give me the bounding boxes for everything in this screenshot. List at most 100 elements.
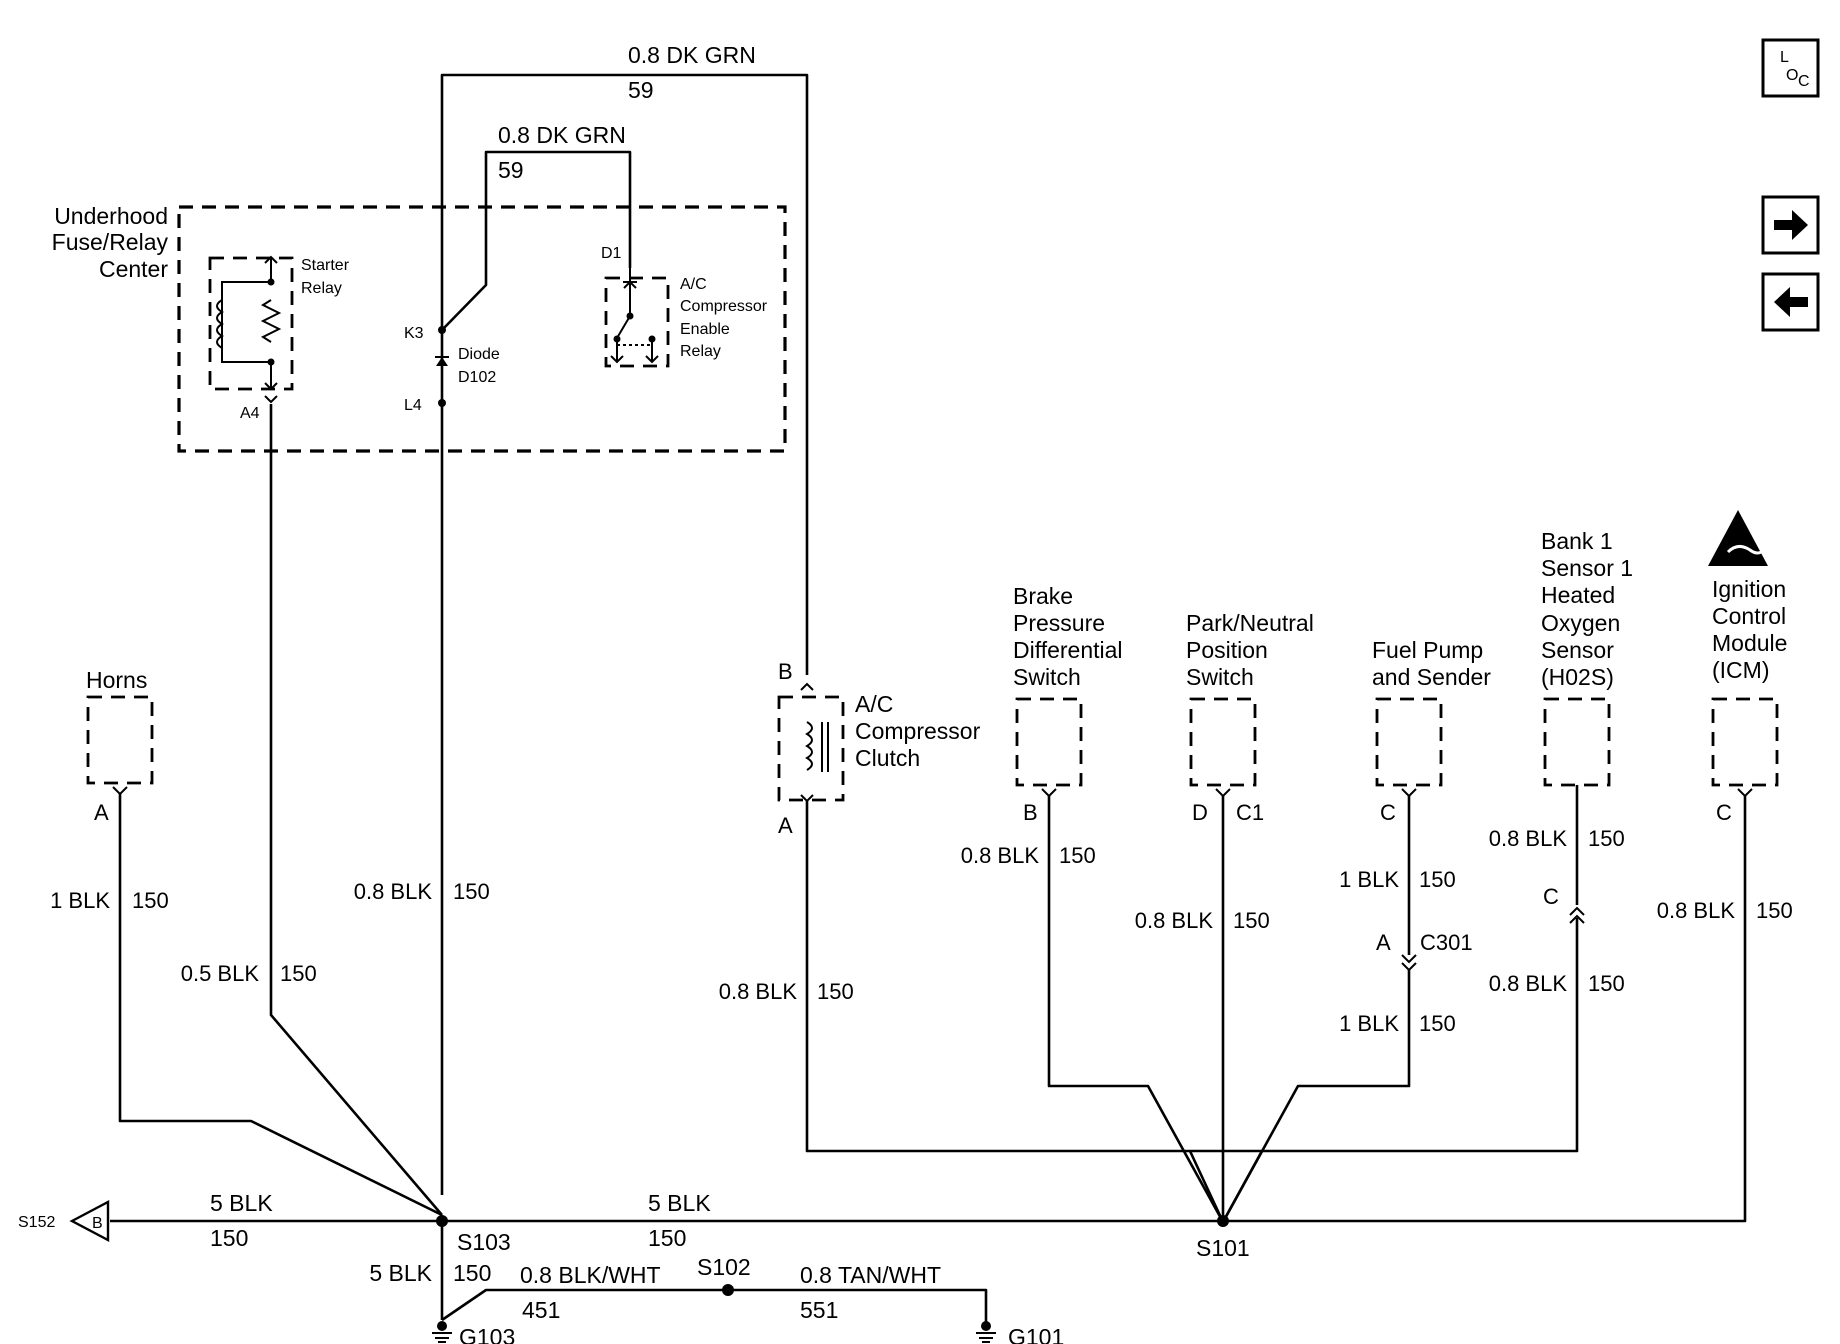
wire-label: 0.8 BLK	[1135, 908, 1214, 933]
wire-inner-dk-grn: 0.8 DK GRN 59	[441, 122, 632, 331]
ground-g103-branch: 5 BLK 150 G103 S102 0.8 BLK/WHT 451 0.8 …	[369, 1221, 1064, 1344]
component-label: Starter	[301, 257, 350, 274]
circuit-label: 150	[1059, 843, 1096, 868]
ac-compressor-enable-relay: A/C Compressor Enable Relay D1	[601, 245, 768, 368]
coil-icon	[216, 299, 224, 349]
connector-a4: A4	[240, 395, 278, 422]
circuit-label: 150	[1588, 971, 1625, 996]
arrow-right-icon	[1774, 210, 1808, 240]
component-label: Differential	[1013, 637, 1123, 663]
circuit-label: 150	[817, 979, 854, 1004]
s101-fan-in	[1188, 1150, 1264, 1223]
component-label: and Sender	[1372, 664, 1491, 690]
ground-label: G101	[1008, 1324, 1064, 1344]
ground-icon	[432, 1321, 452, 1343]
splice-label: S102	[697, 1254, 751, 1280]
component-label: D102	[458, 369, 496, 386]
component-label: Clutch	[855, 745, 920, 771]
pin-label: A	[1376, 930, 1391, 955]
wire-label: 0.8 BLK	[1489, 826, 1568, 851]
circuit-label: 59	[498, 157, 524, 183]
pin-label: A	[94, 800, 109, 825]
circuit-label: 451	[522, 1297, 560, 1323]
splice-label: S152	[18, 1214, 55, 1231]
circuit-label: 150	[453, 879, 490, 904]
resistor-icon	[260, 299, 282, 343]
wire-top-dk-grn: 0.8 DK GRN 59	[440, 42, 809, 1195]
wire-a4: 0.5 BLK 150	[181, 404, 443, 1216]
back-button[interactable]	[1761, 272, 1820, 332]
heated-oxygen-sensor: Bank 1 Sensor 1 Heated Oxygen Sensor (H0…	[1223, 528, 1633, 1153]
wire-label: 1 BLK	[50, 888, 110, 913]
pin-label: A	[778, 813, 793, 838]
forward-button[interactable]	[1761, 195, 1820, 255]
component-label: Pressure	[1013, 610, 1105, 636]
wire-label: 5 BLK	[210, 1190, 273, 1216]
component-label: Oxygen	[1541, 610, 1620, 636]
circuit-label: 150	[210, 1225, 248, 1251]
ground-icon	[976, 1321, 996, 1343]
component-label: Enable	[680, 321, 730, 338]
circuit-label: 150	[1419, 1011, 1456, 1036]
loc-label-o: O	[1786, 67, 1798, 84]
wire-label: 0.5 BLK	[181, 961, 260, 986]
ground-label: G103	[459, 1324, 515, 1344]
component-label: Center	[99, 256, 168, 282]
brake-pressure-differential-switch: Brake Pressure Differential Switch B 0.8…	[961, 583, 1225, 1223]
circuit-label: 150	[280, 961, 317, 986]
park-neutral-position-switch: Park/Neutral Position Switch D C1 0.8 BL…	[1135, 610, 1314, 1222]
arrow-left-icon	[1774, 287, 1808, 317]
component-label: Switch	[1186, 664, 1254, 690]
pin-label: C1	[1236, 800, 1264, 825]
circuit-label: 551	[800, 1297, 838, 1323]
pin-label: C	[1716, 800, 1732, 825]
wire-label: 0.8 BLK	[1657, 898, 1736, 923]
coil-icon	[805, 721, 813, 771]
splice-label: S101	[1196, 1235, 1250, 1261]
loc-label-c: C	[1798, 73, 1810, 90]
loc-button[interactable]: L O C	[1761, 38, 1820, 98]
wire-label: 1 BLK	[1339, 1011, 1399, 1036]
wire-label: 0.8 BLK	[961, 843, 1040, 868]
circuit-label: 150	[1756, 898, 1793, 923]
pin-label: C	[1543, 884, 1559, 909]
component-label: Diode	[458, 346, 500, 363]
wire-label: 0.8 DK GRN	[628, 42, 756, 68]
circuit-label: 150	[1588, 826, 1625, 851]
pin-label: B	[1023, 800, 1038, 825]
ignition-control-module: Ignition Control Module (ICM) C 0.8 BLK …	[1223, 510, 1793, 1223]
component-label: A/C	[680, 276, 707, 293]
component-label: Brake	[1013, 583, 1073, 609]
component-label: Park/Neutral	[1186, 610, 1314, 636]
wire-label: 5 BLK	[369, 1260, 432, 1286]
component-label: Heated	[1541, 582, 1615, 608]
horns: Horns A 1 BLK 150	[50, 667, 443, 1217]
component-label: Horns	[86, 667, 147, 693]
wire-label: 0.8 BLK	[354, 879, 433, 904]
component-label: A/C	[855, 691, 893, 717]
component-label: Fuel Pump	[1372, 637, 1483, 663]
component-label: (H02S)	[1541, 664, 1614, 690]
circuit-label: 150	[453, 1260, 491, 1286]
wire-label: 0.8 BLK	[719, 979, 798, 1004]
component-label: Sensor 1	[1541, 555, 1633, 581]
wire-label: 0.8 TAN/WHT	[800, 1262, 941, 1288]
connector-tag: B	[92, 1215, 103, 1232]
component-label: Underhood	[54, 203, 168, 229]
loc-label-l: L	[1780, 49, 1789, 66]
component-label: Sensor	[1541, 637, 1614, 663]
component-label: (ICM)	[1712, 657, 1769, 683]
component-label: Module	[1712, 630, 1787, 656]
circuit-label: 150	[1233, 908, 1270, 933]
diode-d102: Diode D102 K3 L4	[404, 325, 500, 414]
wire-label: 1 BLK	[1339, 867, 1399, 892]
starter-relay: Starter Relay	[208, 255, 350, 391]
fuel-pump-and-sender: Fuel Pump and Sender C 1 BLK 150 A C301 …	[1221, 637, 1491, 1223]
splice-s102-dot	[722, 1284, 734, 1296]
pin-label: K3	[404, 325, 424, 342]
component-label: Compressor	[680, 298, 768, 315]
circuit-label: 150	[648, 1225, 686, 1251]
esd-warning-icon	[1708, 510, 1768, 566]
pin-label: A4	[240, 405, 260, 422]
pin-label: D1	[601, 245, 622, 262]
